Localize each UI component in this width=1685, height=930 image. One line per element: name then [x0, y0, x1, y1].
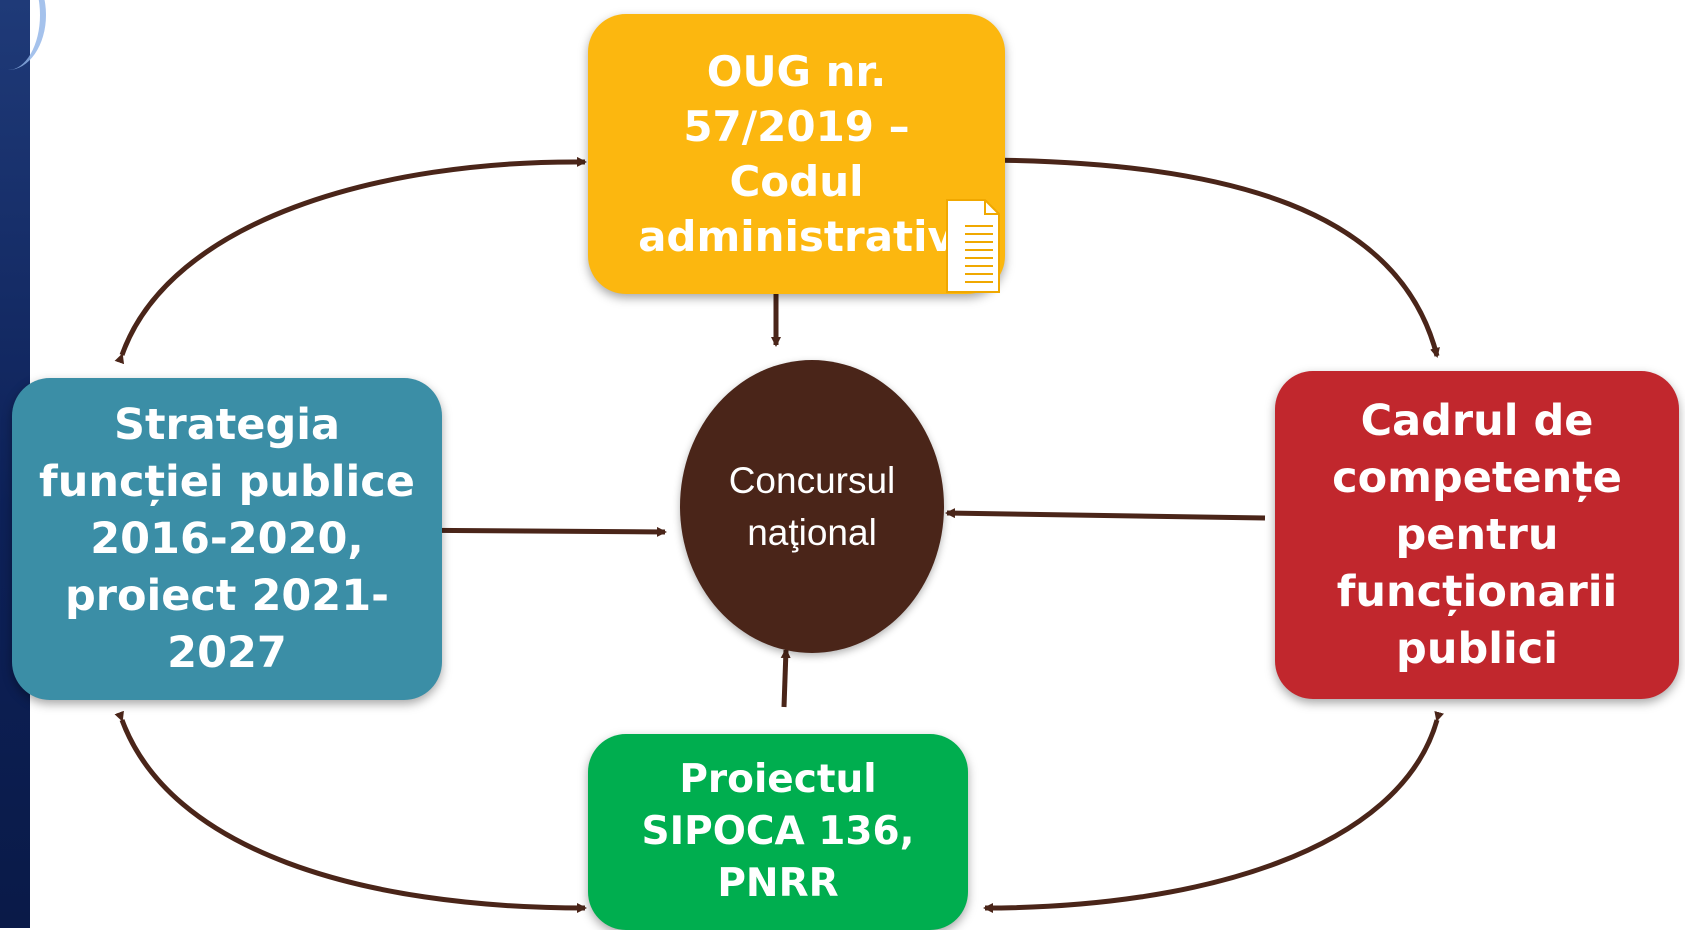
box-oug-codul-administrativ: OUG nr. 57/2019 – Codul administrativ: [588, 14, 1005, 294]
box-left-label: Strategia funcției publice 2016-2020, pr…: [39, 399, 415, 678]
box-proiectul-sipoca: Proiectul SIPOCA 136, PNRR: [588, 734, 968, 930]
document-icon: [946, 199, 1000, 293]
box-top-label: OUG nr. 57/2019 – Codul administrativ: [638, 47, 955, 261]
arrow-left-bottom: [114, 710, 587, 913]
box-strategia-functiei-publice: Strategia funcției publice 2016-2020, pr…: [12, 378, 442, 700]
box-bottom-label: Proiectul SIPOCA 136, PNRR: [641, 757, 915, 906]
arrow-right-bottom: [983, 710, 1445, 913]
arrow-left-top: [114, 156, 587, 365]
side-swoosh-decoration: [0, 0, 46, 70]
center-concursul-national: Concursul naţional: [680, 360, 944, 653]
arrow-right-to-center: [945, 508, 1266, 521]
center-label: Concursul naţional: [728, 459, 896, 553]
box-right-label: Cadrul de competențe pentru funcționarii…: [1332, 395, 1622, 674]
box-cadrul-de-competente: Cadrul de competențe pentru funcționarii…: [1275, 371, 1679, 699]
arrow-top-right: [976, 154, 1440, 358]
arrow-bottom-to-center: [780, 648, 791, 708]
